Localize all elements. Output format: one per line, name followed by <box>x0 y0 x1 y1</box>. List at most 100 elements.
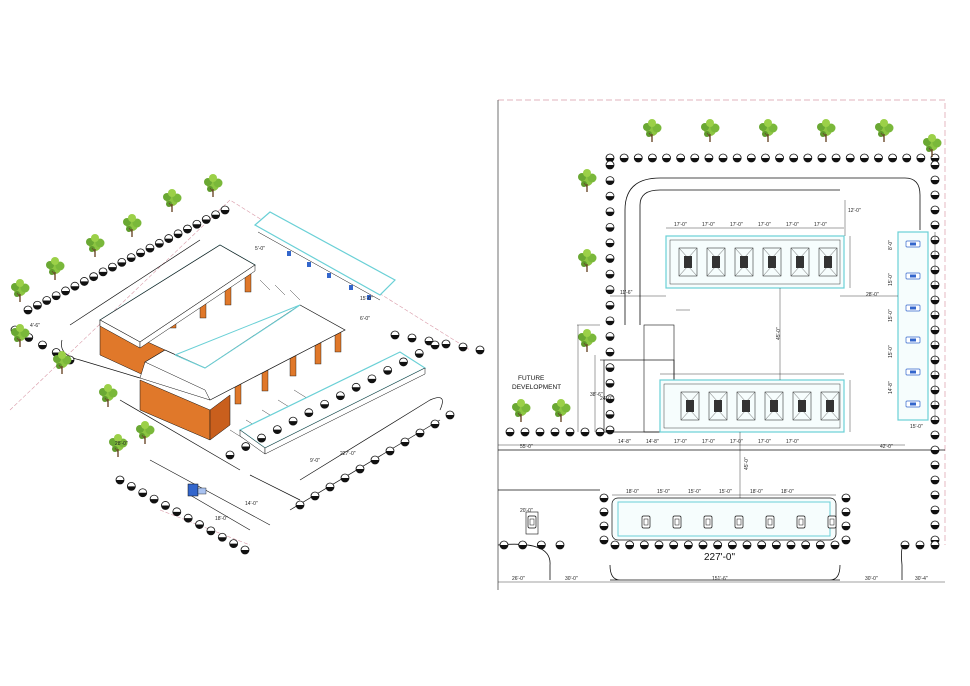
shrub <box>225 450 235 460</box>
shrub <box>610 540 620 550</box>
shrub <box>888 153 898 163</box>
shrub <box>183 513 193 523</box>
side-dimension: 15'-0" <box>888 345 894 358</box>
isometric-view: 4'-6" 5'-0" 6'-0" 9'-0" 227'-0" 18'-0" 1… <box>9 173 485 555</box>
shrub <box>605 160 615 170</box>
shrub <box>414 348 424 358</box>
tree <box>10 278 31 303</box>
shrub <box>520 427 530 437</box>
shrub <box>930 445 940 455</box>
tree <box>758 118 779 143</box>
top-bay-dimension: 17'-0" <box>786 222 799 228</box>
shrub <box>288 416 298 426</box>
shrub <box>518 540 528 550</box>
tree <box>642 118 663 143</box>
shrub <box>351 382 361 392</box>
shrub <box>775 153 785 163</box>
shrub <box>272 425 282 435</box>
shrub <box>683 540 693 550</box>
shrub <box>930 205 940 215</box>
shrub <box>370 455 380 465</box>
top-bay-dimension: 17'-0" <box>758 222 771 228</box>
shrub <box>51 291 61 301</box>
shrub <box>555 540 565 550</box>
shrub <box>698 540 708 550</box>
shrub <box>930 475 940 485</box>
shrub <box>859 153 869 163</box>
ev-parking-space <box>905 336 921 344</box>
shrub <box>902 153 912 163</box>
bottom-chain-dimension: 151'-6" <box>712 576 728 582</box>
top-bay-dimension: 17'-0" <box>674 222 687 228</box>
shrub <box>599 535 609 545</box>
shrub <box>605 285 615 295</box>
shrub <box>760 153 770 163</box>
ev-parking-space <box>905 272 921 280</box>
shrub <box>430 419 440 429</box>
dimension-label: 24'-0" <box>600 396 613 402</box>
shrub <box>605 176 615 186</box>
canopy-dimension: 15'-0" <box>719 489 732 495</box>
shrub <box>639 540 649 550</box>
overall-dimension: 227'-0" <box>704 552 735 563</box>
dimension-label: 55'-0" <box>520 444 533 450</box>
iso-canopy-lower <box>238 351 427 455</box>
canopy-dimension: 18'-0" <box>750 489 763 495</box>
shrub <box>173 229 183 239</box>
shrub <box>605 207 615 217</box>
shrub <box>145 243 155 253</box>
svg-text:9'-0": 9'-0" <box>310 458 320 464</box>
shrub <box>136 248 146 258</box>
svg-text:18'-0": 18'-0" <box>215 516 228 522</box>
ev-charger <box>672 515 682 529</box>
canopy-dimension: 15'-0" <box>688 489 701 495</box>
shrub <box>625 540 635 550</box>
tree <box>45 256 66 281</box>
tree <box>98 383 119 408</box>
shrub <box>930 520 940 530</box>
shrub <box>217 532 227 542</box>
shrub <box>241 442 251 452</box>
shrub <box>605 363 615 373</box>
canopy-dimension: 18'-0" <box>781 489 794 495</box>
shrub <box>535 427 545 437</box>
shrub <box>335 391 345 401</box>
shrub <box>458 342 468 352</box>
shrub <box>320 399 330 409</box>
side-dimension: 14'-8" <box>888 381 894 394</box>
drive-aisle-plan <box>497 177 945 581</box>
shrub <box>383 365 393 375</box>
tree <box>511 398 532 423</box>
shrub <box>605 300 615 310</box>
shrub <box>89 272 99 282</box>
plan-view: FUTURE DEVELOPMENT <box>497 99 946 590</box>
shrub <box>605 238 615 248</box>
shrub <box>310 491 320 501</box>
iso-dimensions: 4'-6" 5'-0" 6'-0" 9'-0" 227'-0" 18'-0" 1… <box>30 246 373 522</box>
tree <box>700 118 721 143</box>
shrub <box>355 464 365 474</box>
shrub <box>107 262 117 272</box>
shrub <box>732 153 742 163</box>
bottom-parking-structure <box>659 379 845 433</box>
shrub <box>70 281 80 291</box>
plan-dimension-lines <box>498 200 945 583</box>
bottom-chain-dimension: 30'-0" <box>865 576 878 582</box>
property-line-plan <box>498 99 946 545</box>
shrub <box>340 473 350 483</box>
shrub <box>803 153 813 163</box>
shrub <box>117 257 127 267</box>
tree <box>577 168 598 193</box>
ev-parking-space <box>905 400 921 408</box>
shrub <box>605 254 615 264</box>
shrub <box>669 540 679 550</box>
shrub <box>605 425 615 435</box>
top-parking-structure <box>665 235 845 289</box>
shrub <box>704 153 714 163</box>
shrub <box>900 540 910 550</box>
shrub <box>930 220 940 230</box>
plan-dimension-texts: 17'-0"17'-0"17'-0"17'-0"17'-0"17'-0"14'-… <box>512 208 928 582</box>
shrub <box>32 300 42 310</box>
bottom-bay-dimension: 14'-8" <box>646 439 659 445</box>
tree <box>577 248 598 273</box>
